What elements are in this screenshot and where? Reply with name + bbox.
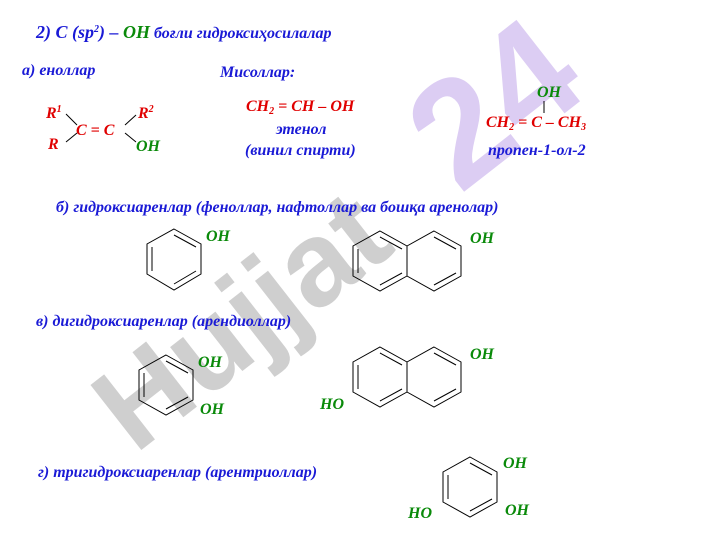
enol-oh: OH xyxy=(136,138,160,155)
title-sup: 2 xyxy=(94,24,99,35)
triol-oh-bottom: OH xyxy=(505,502,529,519)
ethenol-name: этенол xyxy=(276,121,327,138)
title-rest: боғли гидроксиҳосилалар xyxy=(150,25,332,42)
phenol-ring xyxy=(146,228,202,291)
triol-ring xyxy=(442,456,498,518)
propenol-formula: CH2 = C – CH3 xyxy=(486,114,587,133)
ethenol-alt-name: (винил спирти) xyxy=(245,142,356,159)
section-c-title: в) дигидроксиаренлар (арендиоллар) xyxy=(36,313,292,330)
enol-core: C = C xyxy=(76,122,115,139)
enol-r2: R2 xyxy=(138,104,154,122)
title-middle: ) – xyxy=(99,22,123,42)
naphthol-oh: OH xyxy=(470,230,494,247)
enol-r: R xyxy=(48,136,59,153)
enol-r1: R1 xyxy=(46,104,62,122)
ethenol-formula: CH2 = CH – OH xyxy=(246,98,355,117)
section-d-title: г) тригидроксиаренлар (арентриоллар) xyxy=(38,464,318,481)
phenol-oh: OH xyxy=(206,228,230,245)
title-prefix: 2) C (sp xyxy=(36,22,94,42)
examples-label: Мисоллар: xyxy=(220,64,296,81)
title-oh: OH xyxy=(123,22,150,42)
page-title: 2) C (sp2) – OH боғли гидроксиҳосилалар xyxy=(36,22,331,43)
propenol-oh: OH xyxy=(537,84,561,101)
naphthalenediol-rings xyxy=(352,346,462,408)
catechol-ring xyxy=(138,354,194,416)
naphthalenediol-oh: OH xyxy=(470,346,494,363)
catechol-oh-bottom: OH xyxy=(200,401,224,418)
naphthalenediol-ho: HO xyxy=(320,396,344,413)
triol-ho: HO xyxy=(408,505,432,522)
naphthol-rings xyxy=(352,230,462,292)
section-b-title: б) гидроксиаренлар (феноллар, нафтоллар … xyxy=(56,199,499,216)
catechol-oh-top: OH xyxy=(198,354,222,371)
propenol-name: пропен-1-ол-2 xyxy=(488,142,586,159)
section-a-title: а) еноллар xyxy=(22,62,96,79)
triol-oh-top: OH xyxy=(503,455,527,472)
